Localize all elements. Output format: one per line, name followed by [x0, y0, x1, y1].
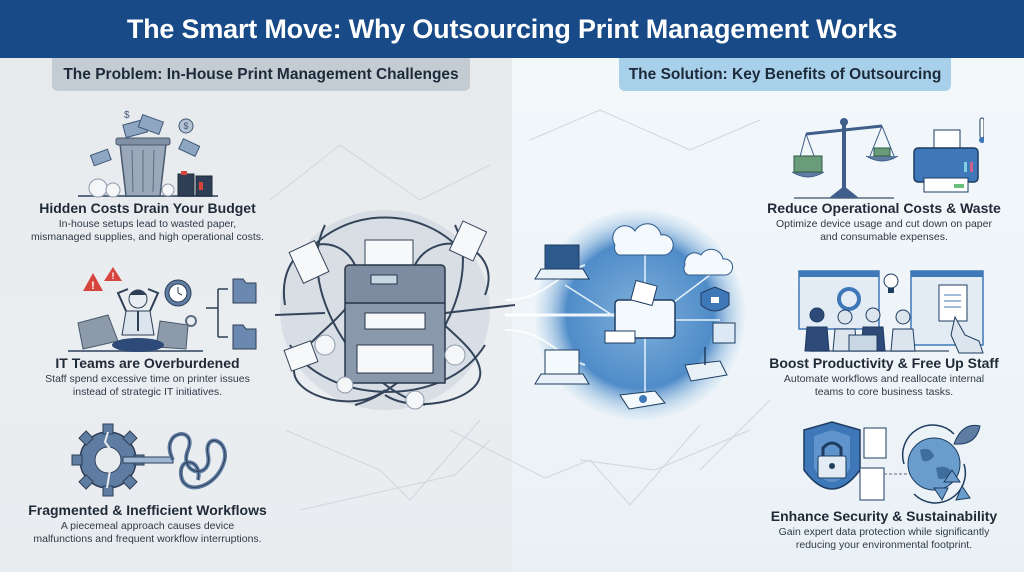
card-title: IT Teams are Overburdened — [55, 355, 240, 371]
card-description: In-house setups lead to wasted paper, mi… — [31, 218, 264, 243]
svg-text:!: ! — [91, 280, 95, 292]
card-title: Enhance Security & Sustainability — [770, 508, 998, 524]
card-description: Staff spend excessive time on printer is… — [45, 373, 250, 398]
page-title: The Smart Move: Why Outsourcing Print Ma… — [126, 13, 898, 44]
team-collaboration-icon — [798, 270, 984, 354]
broken-gear-tangle-icon — [71, 423, 227, 497]
card-description: Gain expert data protection while signif… — [778, 526, 990, 551]
svg-text:!: ! — [111, 271, 114, 281]
scale-printer-icon — [791, 117, 984, 199]
card-title: Boost Productivity & Free Up Staff — [769, 355, 999, 371]
card-description: Optimize device usage and cut down on pa… — [776, 218, 992, 243]
solution-card-reduce-costs: Reduce Operational Costs & Waste Optimiz… — [745, 112, 1023, 243]
problem-section-heading: The Problem: In-House Print Management C… — [52, 58, 470, 91]
solution-card-security-sustainability: Enhance Security & Sustainability Gain e… — [745, 420, 1023, 551]
card-title: Fragmented & Inefficient Workflows — [28, 502, 267, 518]
page-header: The Smart Move: Why Outsourcing Print Ma… — [0, 0, 1024, 58]
problem-card-fragmented-workflows: Fragmented & Inefficient Workflows A pie… — [10, 420, 285, 545]
solution-card-boost-productivity: Boost Productivity & Free Up Staff Autom… — [745, 265, 1023, 398]
card-description: Automate workflows and reallocate intern… — [783, 373, 985, 398]
card-title: Reduce Operational Costs & Waste — [767, 200, 1001, 216]
problem-card-it-overburdened: ! ! IT Teams are Overburdened Staff spen… — [10, 263, 285, 398]
card-title: Hidden Costs Drain Your Budget — [39, 200, 256, 216]
solution-section-heading: The Solution: Key Benefits of Outsourcin… — [619, 58, 951, 91]
stressed-worker-icon: ! ! — [67, 267, 256, 352]
trash-can-money-icon: $ $ — [77, 110, 218, 198]
shield-globe-recycle-icon — [803, 421, 981, 504]
problem-card-hidden-costs: $ $ Hidden Costs Drain Your Budget In-ho… — [10, 108, 285, 243]
tangled-printer-illustration — [274, 210, 515, 410]
svg-text:$: $ — [124, 110, 130, 121]
card-description: A piecemeal approach causes device malfu… — [33, 520, 262, 545]
connected-network-printer-illustration — [505, 210, 745, 420]
svg-text:$: $ — [183, 121, 188, 131]
